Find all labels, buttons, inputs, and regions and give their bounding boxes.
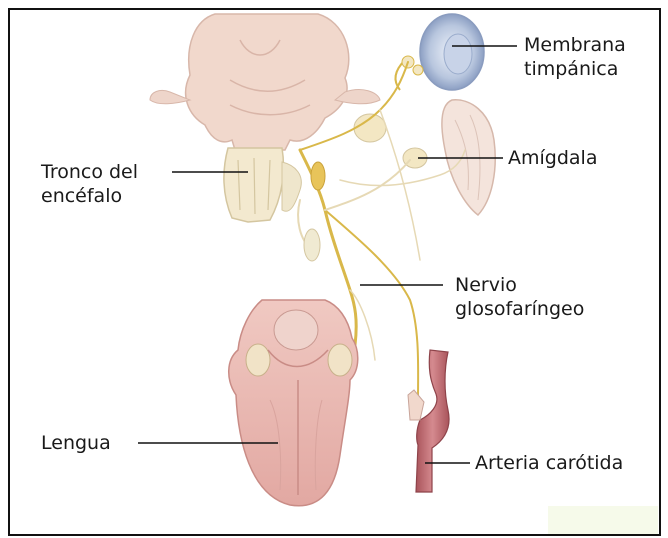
label-amigdala: Amígdala — [508, 146, 597, 170]
label-arteria-carotida: Arteria carótida — [475, 451, 623, 475]
label-tronco-line1: Tronco del — [41, 160, 138, 184]
label-nervio-line1: Nervio — [455, 273, 584, 297]
label-tronco-line2: encéfalo — [41, 184, 138, 208]
label-lengua: Lengua — [41, 431, 111, 455]
label-membrana-timpanica: Membrana timpánica — [524, 33, 626, 81]
label-nervio-glosofaringeo: Nervio glosofaríngeo — [455, 273, 584, 321]
label-tronco-del-encefalo: Tronco del encéfalo — [41, 160, 138, 208]
label-membrana-line2: timpánica — [524, 57, 626, 81]
corner-fade — [548, 506, 658, 534]
label-membrana-line1: Membrana — [524, 33, 626, 57]
label-nervio-line2: glosofaríngeo — [455, 297, 584, 321]
